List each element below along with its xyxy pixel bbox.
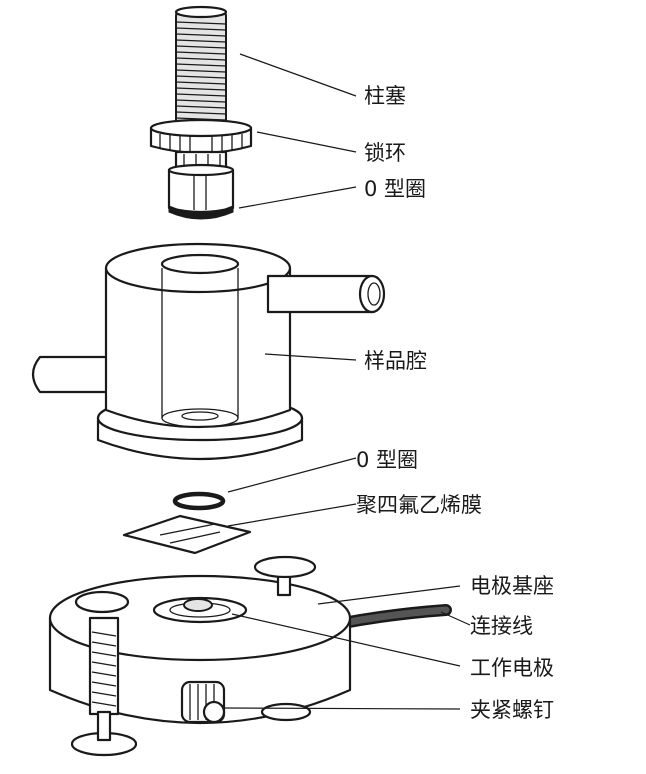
lock-ring-top	[149, 118, 253, 138]
chamber-right-port	[266, 274, 374, 314]
o-ring-top-shape	[168, 205, 234, 220]
chamber-top-opening	[160, 253, 240, 275]
membrane-sheet	[122, 514, 252, 555]
working-electrode-shape	[183, 598, 213, 612]
o-ring-bottom-shape	[172, 491, 226, 511]
label-sample-chamber: 样品腔	[364, 349, 427, 373]
electrode-base	[48, 555, 452, 757]
sample-chamber	[31, 242, 386, 461]
plunger-neck	[167, 150, 235, 220]
chamber-left-port	[31, 355, 110, 394]
lock-ring-knurl	[159, 134, 243, 153]
plunger-threads	[175, 21, 227, 121]
label-plunger: 柱塞	[364, 84, 406, 108]
label-o-ring-top: 0 型圈	[364, 177, 426, 201]
leader-lines	[223, 53, 471, 710]
label-o-ring-bottom: 0 型圈	[356, 448, 418, 472]
label-working-electrode: 工作电极	[470, 656, 554, 680]
plunger-top	[174, 5, 228, 19]
label-clamping-screw: 夹紧螺钉	[470, 698, 554, 722]
plunger-tip	[167, 168, 235, 214]
label-connecting-wire: 连接线	[470, 614, 533, 638]
ptfe-membrane	[122, 514, 252, 555]
label-lock-ring: 锁环	[364, 141, 406, 165]
foot-right	[260, 702, 312, 722]
lock-ring	[149, 118, 253, 155]
label-electrode-base: 电极基座	[470, 574, 554, 598]
label-ptfe-membrane: 聚四氟乙烯膜	[356, 493, 482, 517]
top-thumb-screw	[253, 555, 317, 579]
plunger	[174, 5, 228, 129]
